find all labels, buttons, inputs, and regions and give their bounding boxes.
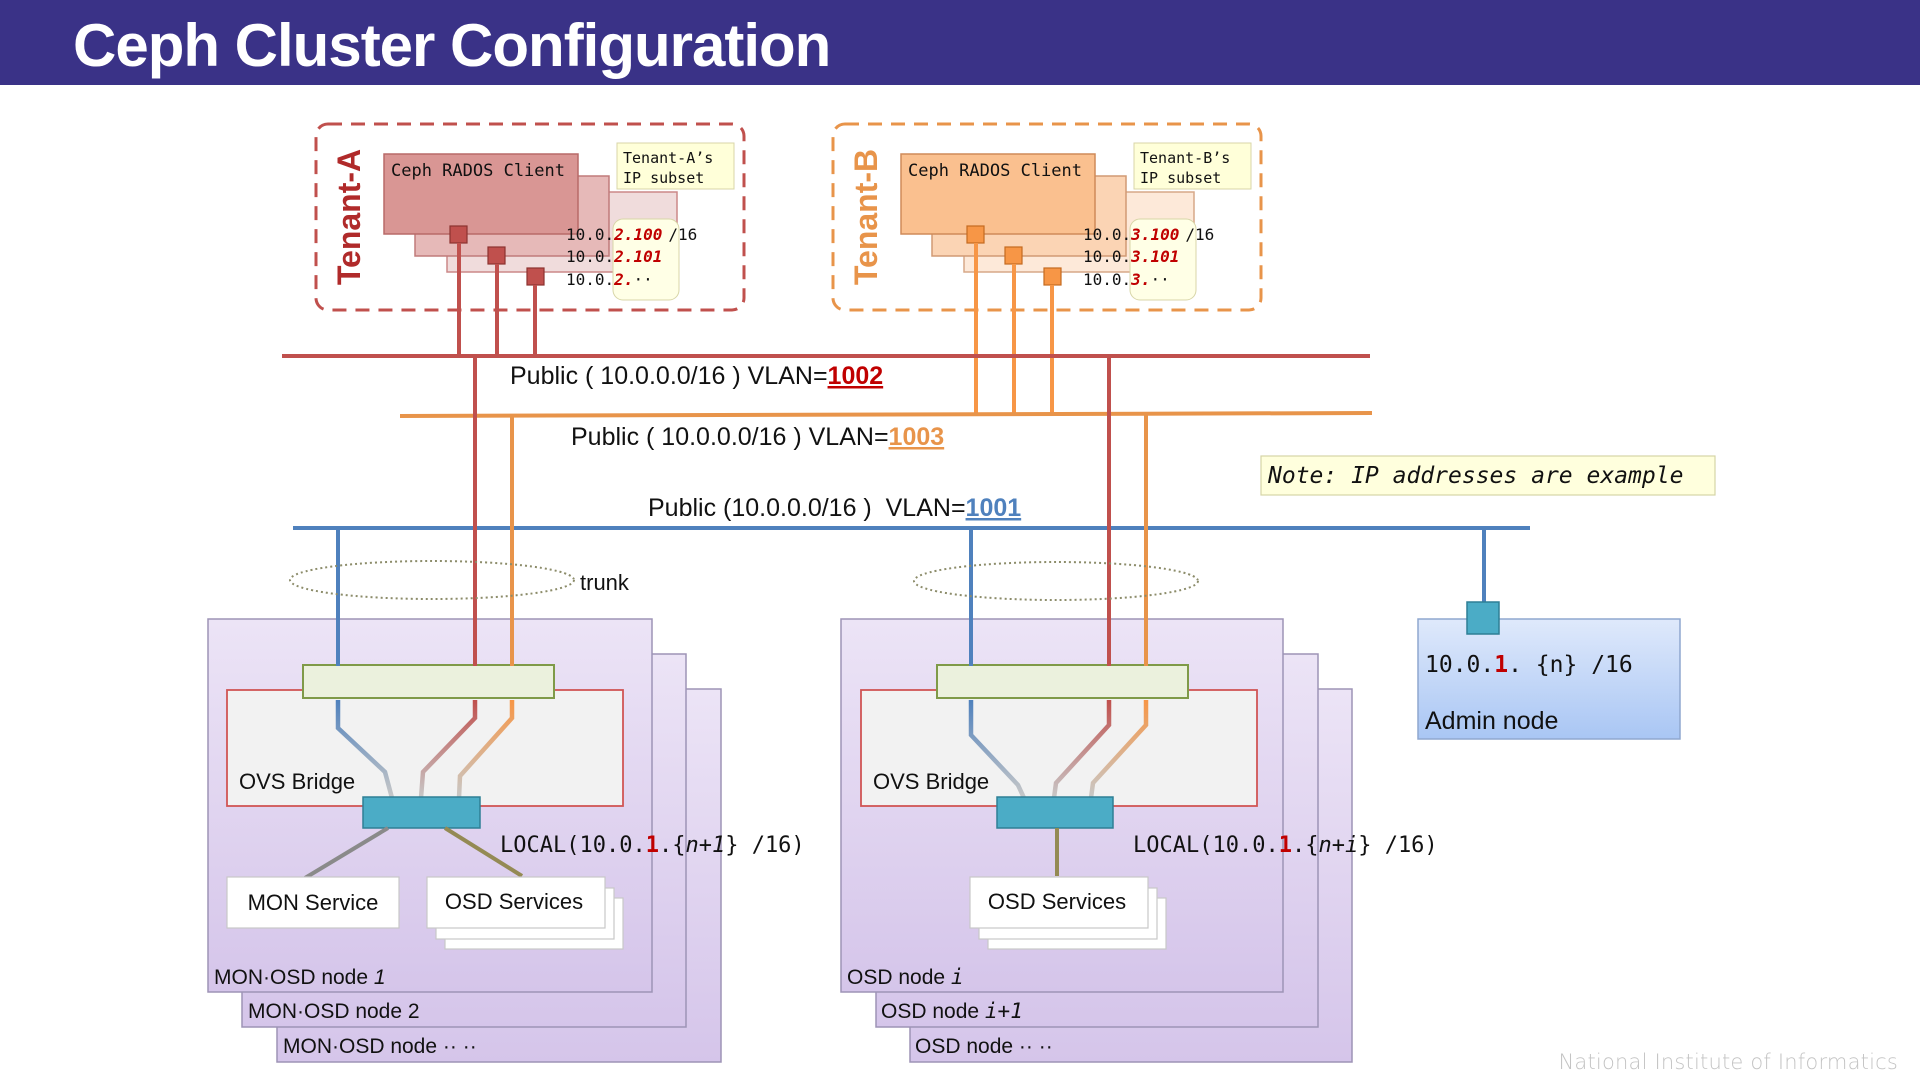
local-ip-2: LOCAL(10.0.1.{n+i} /16): [1133, 833, 1438, 858]
mon-osd-node-2-label: MON·OSD node 2: [248, 1000, 420, 1023]
admin-node-box: [1417, 618, 1681, 740]
tenant-b-group: Tenant-B Ceph RADOS Client Tenant-B’s IP…: [831, 122, 1263, 312]
mon-osd-node-n-label: MON·OSD node ·· ··: [283, 1035, 477, 1058]
ovs-bridge-2-label: OVS Bridge: [873, 769, 989, 794]
trunk-port-2: [936, 664, 1189, 699]
trunk-ellipse-1: [289, 560, 575, 600]
osd-services-2-box-1: [969, 876, 1149, 929]
mon-service-label: MON Service: [248, 890, 379, 915]
osd-node-i-label: OSD node i: [847, 965, 964, 989]
tenant-b-boundary: [831, 122, 1263, 312]
local-link-osd-1: [443, 826, 524, 878]
node-group-mon-osd: MON·OSD node 1 MON·OSD node 2 MON·OSD no…: [207, 618, 805, 1063]
local-port-1: [362, 796, 481, 829]
tenant-b-client-label: Ceph RADOS Client: [908, 161, 1082, 181]
trunk-label: trunk: [580, 570, 630, 595]
tenant-b-subset-line2: IP subset: [1140, 169, 1221, 187]
admin-port: [1466, 601, 1500, 635]
tenant-a-subset-line1: Tenant-A’s: [623, 149, 713, 167]
admin-node-label: Admin node: [1425, 707, 1558, 735]
local-port-2: [996, 796, 1114, 829]
tenant-a-subset-note: [616, 142, 735, 190]
note-box: [1260, 455, 1716, 496]
tenant-a-ip-list: 10.0.2.100/16 10.0.2.101 10.0.2.··: [566, 225, 697, 289]
tenant-a-boundary: [314, 122, 746, 312]
admin-node: 10.0.1. {n} /16 Admin node: [1417, 601, 1681, 740]
tenant-a-port-3: [526, 267, 545, 286]
mon-service-box: [226, 876, 400, 929]
network-links: trunk: [282, 243, 1530, 666]
tenant-b-ip-1: 10.0.3.100/16: [1083, 225, 1214, 244]
osd-services-1-label: OSD Services: [445, 889, 583, 914]
tenant-b-ip-highlight: [1129, 218, 1197, 301]
vlan-1003-bus: [399, 411, 1373, 418]
tenant-a-ip-2: 10.0.2.101: [566, 247, 662, 266]
ovs-bridge-1: [226, 689, 624, 807]
vlan-1003-label: Public ( 10.0.0.0/16 ) VLAN=1003: [571, 423, 944, 451]
node-group-osd: OSD node i OSD node i+1 OSD node ·· ·· O…: [840, 618, 1438, 1063]
footer-credit: National Institute of Informatics: [1558, 1050, 1898, 1074]
page-title: Ceph Cluster Configuration: [73, 12, 831, 79]
tenant-a-subset-line2: IP subset: [623, 169, 704, 187]
bridge-1-link-vlan1002: [418, 700, 478, 799]
bridge-1-link-vlan1001: [335, 700, 395, 799]
note-text: Note: IP addresses are example: [1267, 463, 1683, 489]
tenant-b-subset-line1: Tenant-B’s: [1140, 149, 1230, 167]
tenant-a-ip-highlight: [612, 218, 680, 301]
vlan-1001-label: Public (10.0.0.0/16 ) VLAN=1001: [648, 494, 1021, 522]
tenant-b-label: Tenant-B: [848, 149, 884, 285]
tenant-b-ip-2: 10.0.3.101: [1083, 247, 1179, 266]
vlan-1002-label: Public ( 10.0.0.0/16 ) VLAN=1002: [510, 362, 883, 390]
bridge-2-link-vlan1002: [1051, 700, 1112, 799]
tenant-b-ip-3: 10.0.3.··: [1083, 270, 1170, 289]
trunk-ellipse-2: [913, 561, 1199, 601]
tenant-b-client-1: [900, 153, 1096, 235]
mon-osd-node-1-label: MON·OSD node 1: [214, 966, 386, 989]
ovs-bridge-1-label: OVS Bridge: [239, 769, 355, 794]
local-link-mon: [303, 826, 390, 880]
trunk-port-1: [302, 664, 555, 699]
tenant-a-ip-3: 10.0.2.··: [566, 270, 653, 289]
tenant-b-subset-note: [1133, 142, 1252, 190]
osd-services-1-box-1: [426, 876, 606, 929]
tenant-a-client-label: Ceph RADOS Client: [391, 161, 565, 181]
tenant-b-port-1: [966, 225, 985, 244]
osd-node-n-label: OSD node ·· ··: [915, 1035, 1053, 1058]
bridge-2-link-vlan1003: [1088, 700, 1149, 799]
tenant-b-ip-list: 10.0.3.100/16 10.0.3.101 10.0.3.··: [1083, 225, 1214, 289]
tenant-b-port-3: [1043, 267, 1062, 286]
title-bar: Ceph Cluster Configuration: [0, 0, 1920, 85]
tenant-a-ip-1: 10.0.2.100/16: [566, 225, 697, 244]
tenant-a-group: Tenant-A Ceph RADOS Client Tenant-A’s IP…: [314, 122, 746, 312]
bridge-1-link-vlan1003: [456, 700, 515, 799]
tenant-a-client-1: [383, 153, 579, 235]
tenant-a-label: Tenant-A: [331, 149, 367, 285]
osd-services-2-label: OSD Services: [988, 889, 1126, 914]
bridge-2-link-vlan1001: [968, 700, 1027, 799]
local-ip-1: LOCAL(10.0.1.{n+1} /16): [500, 833, 805, 858]
admin-node-ip: 10.0.1. {n} /16: [1425, 652, 1633, 678]
tenant-a-port-1: [449, 225, 468, 244]
tenant-b-port-2: [1004, 246, 1023, 265]
osd-node-i1-label: OSD node i+1: [881, 999, 1023, 1023]
tenant-a-port-2: [487, 246, 506, 265]
